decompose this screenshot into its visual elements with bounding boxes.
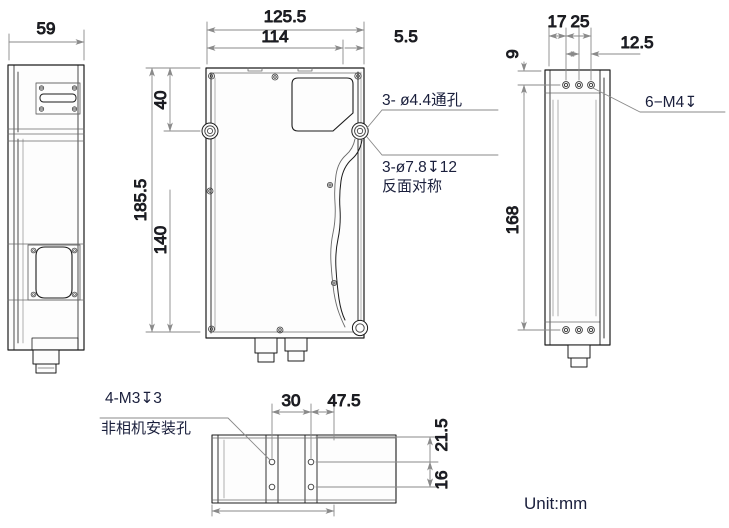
callout-leader-bottom [99, 417, 271, 461]
bottom-view [211, 434, 397, 504]
dim-label-125-5: 125.5 [264, 7, 307, 26]
dim-label-17: 17 [548, 12, 567, 31]
dim-label-9: 9 [503, 49, 522, 58]
dim-front-vertical [145, 67, 201, 333]
callout-through-hole: 3- ø4.4通孔 [382, 91, 463, 109]
dim-label-25: 25 [571, 12, 590, 31]
callout-m4-threads: 6−M4↧ [645, 94, 697, 111]
dim-label-185-5: 185.5 [131, 179, 150, 222]
dim-label-140: 140 [151, 226, 170, 254]
dim-side-width [8, 29, 85, 61]
callout-counterbore: 3-ø7.8↧12 [382, 159, 457, 176]
front-view [201, 67, 369, 363]
callout-m3-threads: 4-M3↧3 [105, 390, 162, 407]
right-view [544, 69, 611, 368]
dim-label-5-5: 5.5 [394, 27, 418, 46]
unit-note: Unit:mm [524, 494, 587, 513]
dim-label-30: 30 [282, 391, 301, 410]
dim-right-horizontal [548, 27, 641, 81]
callout-leader-right [592, 87, 726, 113]
side-view [7, 64, 85, 374]
dim-right-vertical [517, 61, 561, 331]
dim-bottom-horizontal [211, 403, 335, 517]
callout-leaders-front [366, 109, 499, 156]
dim-label-47-5: 47.5 [327, 391, 360, 410]
dim-label-114: 114 [261, 27, 288, 46]
dim-bottom-vertical [315, 436, 439, 488]
dim-label-40: 40 [151, 91, 170, 110]
callout-counterbore-sub: 反面对称 [382, 177, 442, 195]
dim-label-12-5: 12.5 [620, 33, 653, 52]
dim-front-horizontal [206, 21, 365, 65]
dim-label-59: 59 [37, 19, 56, 38]
dim-label-168: 168 [503, 206, 522, 234]
dim-label-16: 16 [432, 471, 451, 490]
callout-m3-threads-sub: 非相机安装孔 [101, 419, 191, 437]
dim-label-21-5: 21.5 [432, 418, 451, 451]
